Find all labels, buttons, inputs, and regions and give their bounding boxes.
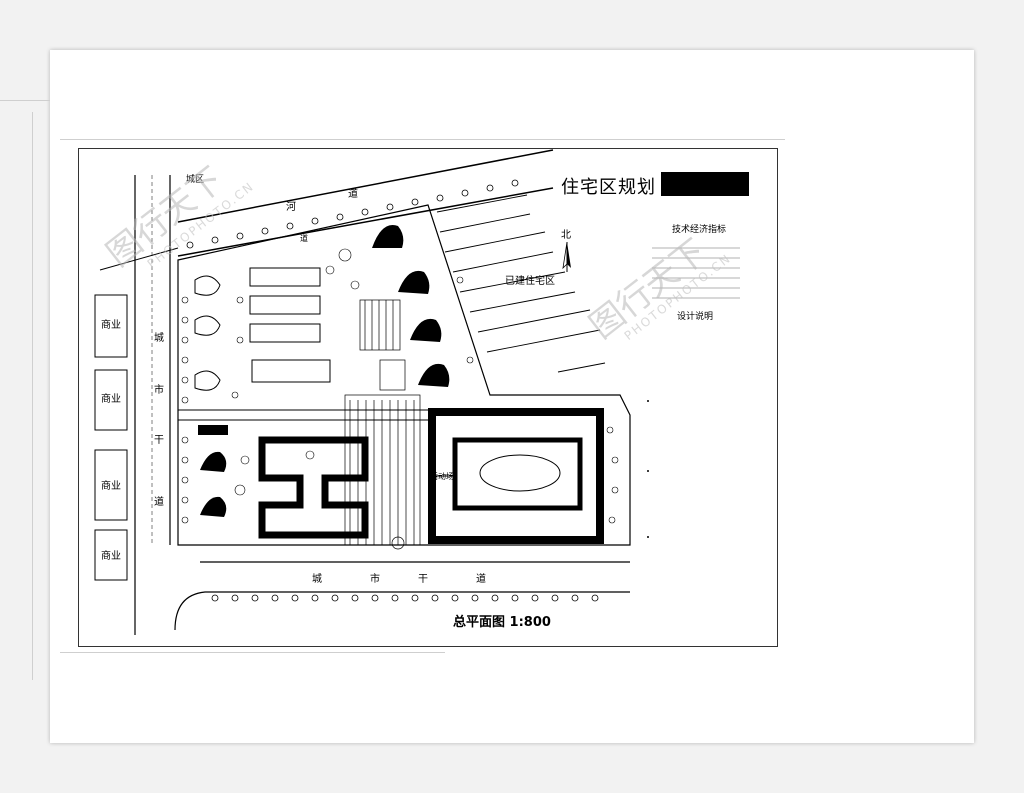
- title-block: 住宅区规划: [553, 172, 749, 198]
- landscape-trees: [181, 248, 619, 524]
- road-edge: [99, 247, 179, 271]
- background-line: [32, 112, 33, 680]
- tech-table: [652, 247, 740, 299]
- drawing-frame: [78, 148, 778, 647]
- business-label: 商业: [101, 481, 121, 492]
- road-label: 河: [286, 202, 296, 213]
- tech-index-title: 技术经济指标: [672, 225, 727, 235]
- business-blocks: [94, 294, 128, 581]
- road-edge: [177, 187, 554, 257]
- bottom-road-trees: [211, 594, 599, 602]
- business-label: 商业: [101, 551, 121, 562]
- existing-residential-rows: [436, 194, 606, 373]
- site-boundary: [177, 204, 631, 546]
- business-label: 商业: [101, 394, 121, 405]
- right-margin-marks: [647, 400, 649, 538]
- background-line: [60, 652, 445, 653]
- courtyard-blocks-southwest: [258, 436, 369, 539]
- bottom-road-label: 城: [312, 574, 322, 585]
- bottom-road-label: 干: [418, 574, 428, 585]
- north-label: 北: [561, 230, 571, 241]
- north-arrow-icon: [562, 241, 571, 272]
- tower-blocks: [198, 224, 450, 517]
- existing-area-label: 已建住宅区: [505, 276, 555, 287]
- road-label: 道: [348, 189, 358, 200]
- city-road-label: 道: [154, 497, 164, 508]
- city-road-label: 市: [154, 385, 164, 396]
- title-redaction: [661, 172, 749, 196]
- activity-area-label: 活动场: [430, 472, 454, 481]
- background-line: [60, 139, 785, 140]
- city-road-label: 城: [154, 333, 164, 344]
- central-plaza: [344, 299, 421, 550]
- background-line: [0, 100, 50, 101]
- bottom-road-label: 道: [476, 574, 486, 585]
- business-label: 商业: [101, 320, 121, 331]
- road-label: 城区: [186, 175, 205, 185]
- plan-title: 住宅区规划: [561, 177, 656, 198]
- city-road-label: 干: [154, 435, 164, 446]
- road-label: 道: [300, 234, 308, 243]
- housing-blocks-northwest: [194, 267, 331, 391]
- bottom-road-label: 市: [370, 574, 380, 585]
- plan-caption: 总平面图 1:800: [453, 615, 551, 630]
- road-trees: [186, 179, 519, 249]
- design-note-title: 设计说明: [677, 312, 714, 322]
- courtyard-block-southeast: [428, 408, 604, 544]
- bottom-road-edge: [174, 591, 630, 631]
- road-edge: [177, 149, 554, 223]
